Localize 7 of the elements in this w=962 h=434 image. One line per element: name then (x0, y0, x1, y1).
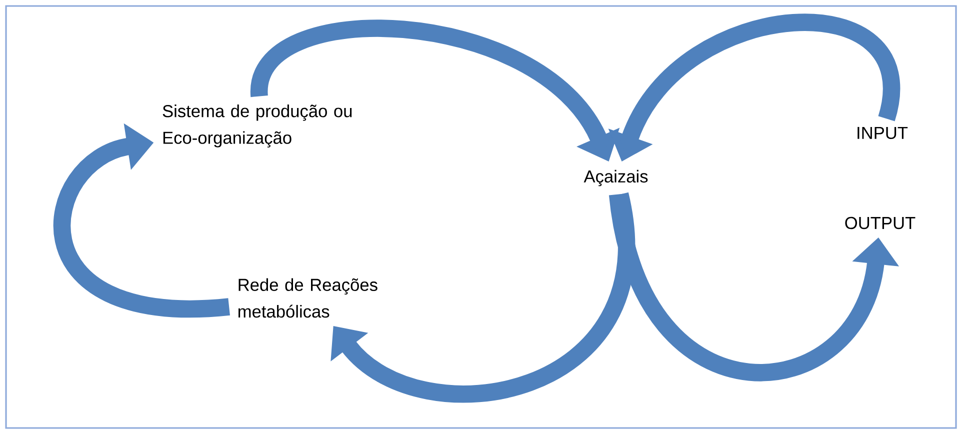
node-label: Açaizais (584, 170, 648, 186)
node-label: Sistema de produção ou Eco-organização (162, 104, 352, 148)
node-label: INPUT (858, 126, 908, 140)
node-label: OUTPUT (845, 216, 916, 230)
curved-arrow (54, 123, 230, 318)
curved-arrow (330, 193, 636, 403)
node-label: Rede de Reações metabólicas (238, 278, 378, 318)
